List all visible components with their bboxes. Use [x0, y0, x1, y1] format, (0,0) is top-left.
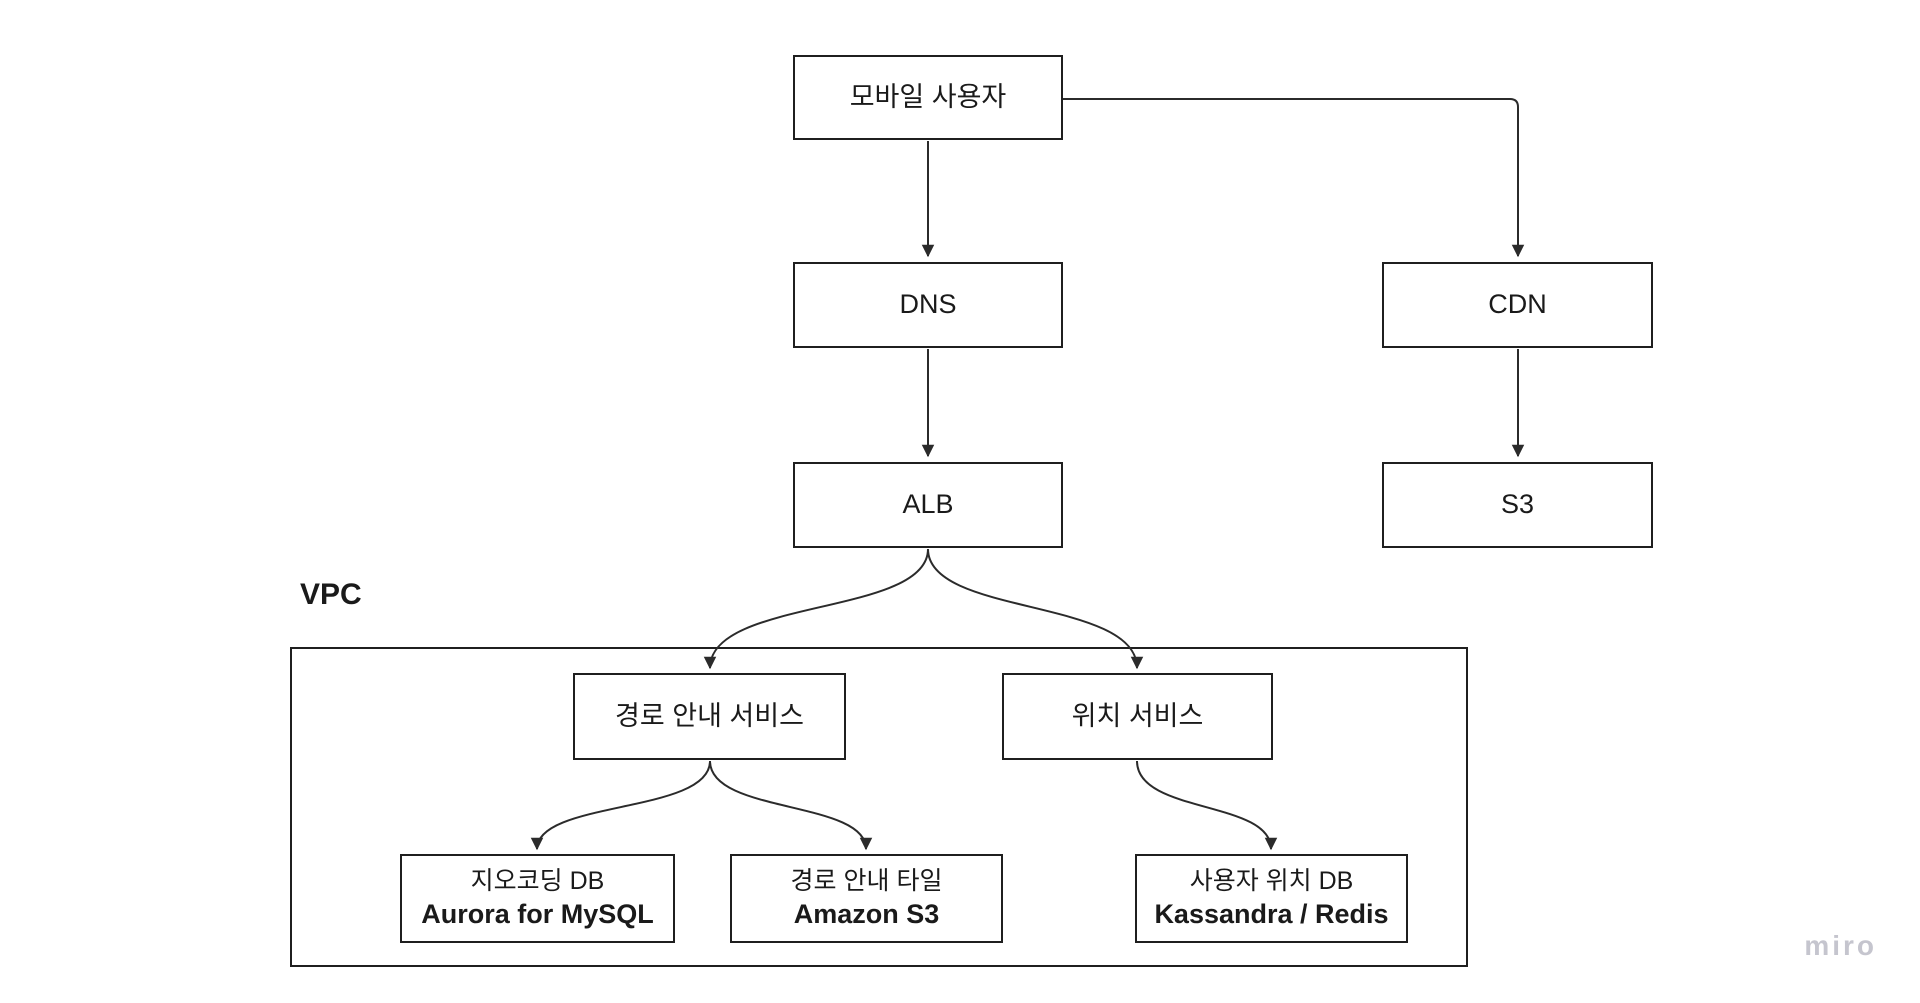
- node-mobile-user-label: 모바일 사용자: [849, 81, 1007, 112]
- node-route-tiles-subtitle: Amazon S3: [793, 898, 940, 929]
- node-dns[interactable]: DNS: [793, 262, 1063, 348]
- node-user-location-db-subtitle: Kassandra / Redis: [1154, 898, 1389, 929]
- edge-mobile-user-to-cdn: [1063, 98, 1525, 258]
- node-user-location-db[interactable]: 사용자 위치 DB Kassandra / Redis: [1135, 854, 1408, 943]
- node-alb-label: ALB: [902, 489, 954, 520]
- edge-alb-to-route-service: [703, 548, 929, 670]
- edge-route-service-to-geocoding-db: [530, 760, 711, 851]
- vpc-label: VPC: [300, 578, 362, 611]
- node-geocoding-db-title: 지오코딩 DB: [470, 867, 605, 896]
- node-cdn[interactable]: CDN: [1382, 262, 1653, 348]
- node-route-tiles[interactable]: 경로 안내 타일 Amazon S3: [730, 854, 1003, 943]
- node-location-service-label: 위치 서비스: [1071, 700, 1204, 731]
- node-mobile-user[interactable]: 모바일 사용자: [793, 55, 1063, 140]
- edge-location-service-to-user-location-db: [1136, 760, 1278, 851]
- node-location-service[interactable]: 위치 서비스: [1002, 673, 1273, 760]
- node-geocoding-db-subtitle: Aurora for MySQL: [421, 898, 654, 929]
- node-cdn-label: CDN: [1488, 289, 1547, 320]
- node-geocoding-db[interactable]: 지오코딩 DB Aurora for MySQL: [400, 854, 675, 943]
- node-s3[interactable]: S3: [1382, 462, 1653, 548]
- node-s3-label: S3: [1500, 489, 1535, 520]
- edge-route-service-to-route-tiles: [709, 760, 873, 851]
- miro-watermark: miro: [1804, 930, 1877, 961]
- node-route-tiles-title: 경로 안내 타일: [790, 867, 943, 896]
- edge-alb-to-location-service: [927, 548, 1144, 670]
- node-route-service-label: 경로 안내 서비스: [615, 700, 804, 731]
- node-dns-label: DNS: [899, 289, 957, 320]
- node-route-service[interactable]: 경로 안내 서비스: [573, 673, 846, 760]
- node-user-location-db-title: 사용자 위치 DB: [1189, 867, 1354, 896]
- node-alb[interactable]: ALB: [793, 462, 1063, 548]
